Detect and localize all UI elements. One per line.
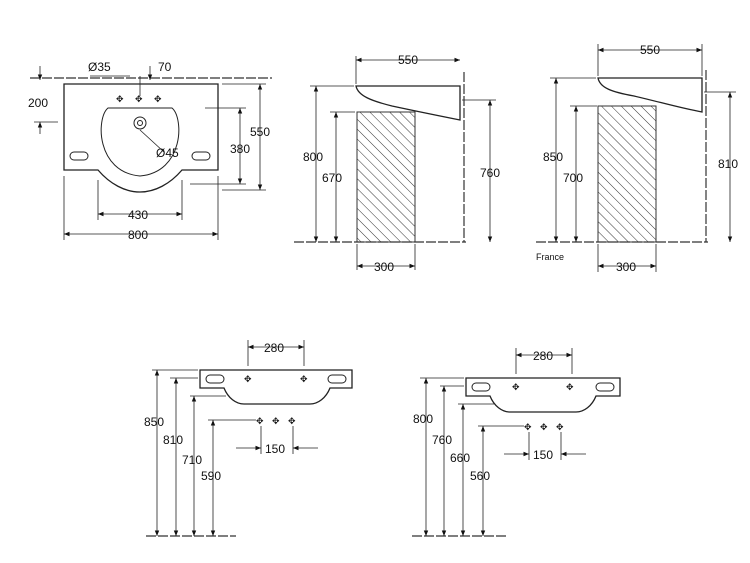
label-height-700: 700 [563, 171, 583, 185]
right-handle-slot [327, 374, 347, 384]
label-height-850: 850 [144, 415, 164, 429]
svg-text:✥: ✥ [272, 416, 280, 426]
label-height-560: 560 [470, 469, 490, 483]
label-height-810: 810 [163, 433, 183, 447]
label-overall-width-800: 800 [128, 228, 148, 242]
label-depth-550: 550 [640, 43, 660, 57]
label-depth-550: 550 [398, 53, 418, 67]
svg-text:✥: ✥ [244, 374, 252, 384]
basin-side-profile [597, 77, 703, 113]
waste-hole [133, 116, 147, 130]
right-handle-slot [595, 382, 615, 392]
left-handle-slot [69, 151, 89, 161]
svg-text:✥: ✥ [135, 94, 143, 104]
label-diameter-tap: Ø35 [88, 60, 111, 74]
label-offset-70: 70 [158, 60, 172, 74]
waste-fixing-holes: ✥ ✥ ✥ [256, 416, 296, 426]
right-handle-slot [191, 151, 211, 161]
waste-fixing-holes: ✥ ✥ ✥ [524, 422, 564, 432]
label-height-590: 590 [201, 469, 221, 483]
basin-front-outline [465, 377, 621, 413]
svg-text:✥: ✥ [512, 382, 520, 392]
svg-text:✥: ✥ [256, 416, 264, 426]
label-spacing-150: 150 [533, 448, 553, 462]
pedestal-hatched [597, 105, 657, 243]
basin-outline [63, 83, 219, 193]
bowl-outline [100, 107, 180, 177]
svg-text:✥: ✥ [540, 422, 548, 432]
front-view-1: ✥ ✥ ✥ ✥ ✥ 280 850 810 710 590 [144, 340, 353, 537]
side-view-2: 550 850 700 810 300 France [536, 43, 738, 274]
left-handle-slot [205, 374, 225, 384]
svg-text:✥: ✥ [288, 416, 296, 426]
label-height-760: 760 [480, 166, 500, 180]
label-height-810: 810 [718, 157, 738, 171]
left-handle-slot [471, 382, 491, 392]
label-height-670: 670 [322, 171, 342, 185]
svg-text:✥: ✥ [566, 382, 574, 392]
label-bowl-380: 380 [230, 142, 250, 156]
label-depth-550: 550 [250, 125, 270, 139]
label-region: France [536, 252, 564, 262]
tap-holes: ✥ ✥ ✥ [116, 94, 162, 104]
basin-front-outline [199, 369, 353, 405]
label-pedestal-300: 300 [374, 260, 394, 274]
label-width-280: 280 [264, 341, 284, 355]
label-height-800: 800 [303, 150, 323, 164]
label-waste-diameter: Ø45 [156, 146, 179, 160]
label-offset-200: 200 [28, 96, 48, 110]
svg-text:✥: ✥ [116, 94, 124, 104]
label-height-660: 660 [450, 451, 470, 465]
svg-text:✥: ✥ [556, 422, 564, 432]
front-view-2: ✥ ✥ ✥ ✥ ✥ 280 800 760 660 560 [412, 348, 621, 537]
label-height-850: 850 [543, 150, 563, 164]
label-pedestal-300: 300 [616, 260, 636, 274]
pedestal-hatched [356, 111, 416, 243]
basin-side-profile [355, 85, 461, 121]
label-height-760: 760 [432, 433, 452, 447]
label-height-800: 800 [413, 412, 433, 426]
svg-text:✥: ✥ [154, 94, 162, 104]
label-bowl-width-430: 430 [128, 208, 148, 222]
label-width-280: 280 [533, 349, 553, 363]
top-view: ✥ ✥ ✥ Ø35 70 200 550 [28, 60, 272, 242]
side-view-1: 550 800 670 760 300 [294, 53, 500, 274]
svg-text:✥: ✥ [524, 422, 532, 432]
label-height-710: 710 [182, 453, 202, 467]
label-spacing-150: 150 [265, 442, 285, 456]
svg-text:✥: ✥ [300, 374, 308, 384]
